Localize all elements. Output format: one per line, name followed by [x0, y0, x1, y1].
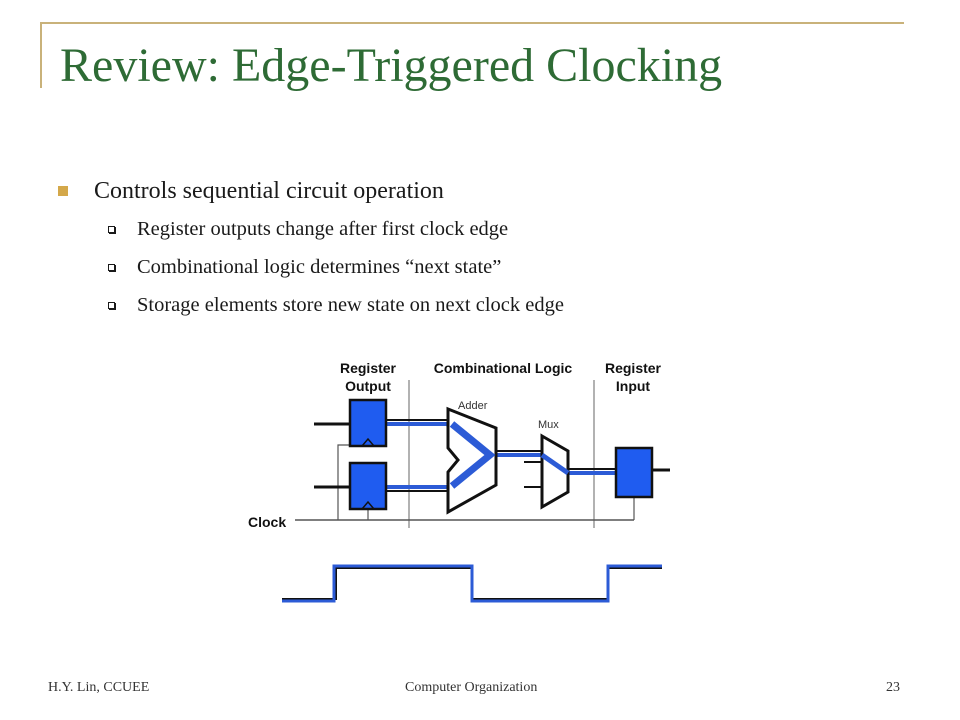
footer-page-number: 23: [886, 680, 900, 695]
register-input: [614, 446, 654, 499]
hollow-square-bullet-icon: [108, 301, 115, 309]
subbullet-item: Register outputs change after first cloc…: [108, 210, 564, 248]
adder-path: [449, 421, 496, 489]
subbullet-text: Register outputs change after first cloc…: [137, 217, 509, 240]
footer-author: H.Y. Lin, CCUEE: [48, 680, 150, 695]
adder-label: Adder: [458, 400, 488, 412]
subbullet-item: Combinational logic determines “next sta…: [108, 248, 564, 286]
hollow-square-bullet-icon: [108, 263, 115, 271]
combinational-logic-label: Combinational Logic: [434, 360, 573, 376]
slide-title: Review: Edge-Triggered Clocking: [60, 39, 723, 92]
register-output-label-line1: Register: [340, 360, 397, 376]
mux-label: Mux: [538, 419, 559, 431]
register-input-label-line1: Register: [605, 360, 662, 376]
slide-frame-top: [40, 22, 904, 24]
clock-triangle-icon: [361, 437, 375, 447]
footer-course: Computer Organization: [405, 680, 538, 695]
clock-waveform: [282, 564, 662, 603]
clock-triangle-icon: [361, 500, 375, 510]
bullet-item: Controls sequential circuit operation: [58, 172, 564, 210]
bullet-list: Controls sequential circuit operation Re…: [58, 172, 564, 324]
subbullet-item: Storage elements store new state on next…: [108, 286, 564, 324]
square-bullet-icon: [58, 186, 68, 196]
subbullet-text: Storage elements store new state on next…: [137, 293, 564, 316]
slide-frame-left: [40, 22, 42, 88]
hollow-square-bullet-icon: [108, 225, 115, 233]
mux-shape: [540, 433, 570, 510]
clock-label: Clock: [248, 514, 286, 530]
register-input-label-line2: Input: [616, 378, 651, 394]
mux-path: [540, 452, 570, 476]
bullet-text: Controls sequential circuit operation: [94, 177, 444, 204]
subbullet-text: Combinational logic determines “next sta…: [137, 255, 502, 278]
register-output-label-line2: Output: [345, 378, 391, 394]
